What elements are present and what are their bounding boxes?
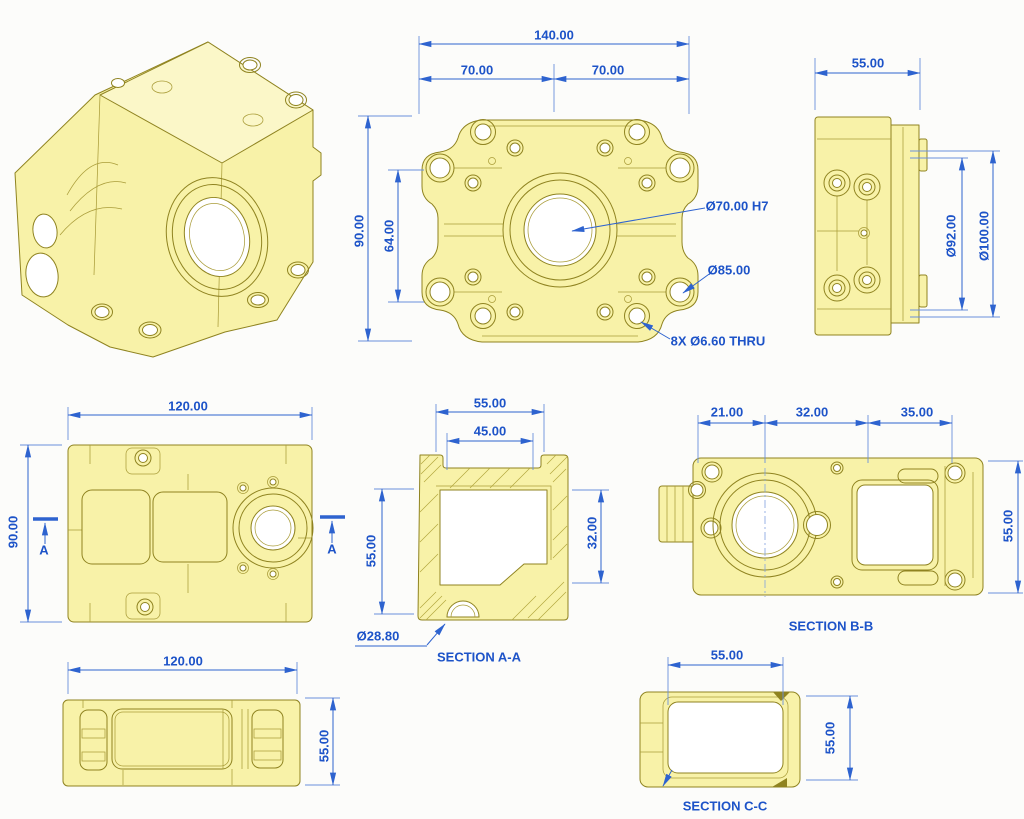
side-depth-dim: 55.00 <box>851 55 885 71</box>
section-aa-hatching <box>419 454 568 621</box>
bb-segment-left-dim: 21.00 <box>710 404 744 420</box>
aa-height-outer-dim: 55.00 <box>363 534 379 568</box>
section-cc-title: SECTION C-C <box>682 798 768 814</box>
section-bb-pocket-boss <box>851 479 939 571</box>
cc-height-dim: 55.00 <box>822 721 838 755</box>
section-aa-cavity <box>439 489 548 586</box>
front-height-total-dim: 90.00 <box>351 214 367 248</box>
section-bb-view <box>658 457 984 596</box>
section-cc-cavity <box>667 701 784 774</box>
section-cc-dim-lines <box>662 657 858 787</box>
front-width-right-dim: 70.00 <box>591 62 625 78</box>
top-bore <box>232 476 314 580</box>
bottom-width-dim: 120.00 <box>163 653 203 669</box>
section-aa-view <box>417 454 569 621</box>
front-bolt-holes-callout: 8X Ø6.60 THRU <box>670 333 766 349</box>
section-bb-pocket <box>856 484 934 566</box>
bb-height-dim: 55.00 <box>1000 509 1016 543</box>
side-bolt-bosses <box>823 169 881 302</box>
aa-width-inner-dim: 45.00 <box>473 423 507 439</box>
section-cc-view <box>639 691 801 788</box>
section-bb-title: SECTION B-B <box>788 618 874 634</box>
side-ring-inner-dim: Ø92.00 <box>943 214 959 258</box>
front-edge-holes <box>425 153 695 307</box>
cc-width-dim: 55.00 <box>710 647 744 663</box>
front-boss-circle-callout: Ø85.00 <box>707 262 751 278</box>
side-view <box>814 116 928 336</box>
side-ring-outer-dim: Ø100.00 <box>976 211 992 261</box>
front-height-inner-dim: 64.00 <box>381 219 397 253</box>
iso-lug-holes <box>91 57 309 339</box>
section-marker-a-left: A <box>39 542 49 558</box>
aa-bore-callout: Ø28.80 <box>356 628 400 644</box>
section-bb-dim-lines <box>697 415 1023 597</box>
front-dowel-bosses <box>464 139 656 321</box>
iso-side-slots <box>25 213 59 298</box>
section-aa-bore-notch <box>446 600 480 618</box>
bb-segment-right-dim: 35.00 <box>900 404 934 420</box>
front-corner-holes <box>470 119 650 329</box>
front-width-left-dim: 70.00 <box>460 62 494 78</box>
front-width-total-dim: 140.00 <box>534 27 574 43</box>
top-outline <box>67 444 313 623</box>
top-width-dim: 120.00 <box>168 398 208 414</box>
section-cc-cut-wedge <box>772 778 787 787</box>
isometric-view <box>14 41 322 358</box>
section-marker-a-right: A <box>327 541 337 557</box>
bottom-dim-lines <box>67 662 340 786</box>
front-view <box>421 119 699 343</box>
top-view <box>67 444 314 623</box>
iso-main-bore <box>165 177 269 297</box>
front-main-bore <box>502 172 618 288</box>
section-aa-title: SECTION A-A <box>436 649 522 665</box>
bottom-view <box>62 699 301 787</box>
bottom-outline <box>62 699 301 787</box>
top-height-dim: 90.00 <box>5 515 21 549</box>
top-dim-lines <box>20 407 345 623</box>
bottom-height-dim: 55.00 <box>316 729 332 763</box>
front-dim-lines <box>358 36 713 342</box>
aa-height-inner-dim: 32.00 <box>584 516 600 550</box>
front-bore-callout: Ø70.00 H7 <box>705 198 769 214</box>
section-bb-right-holes <box>830 461 966 591</box>
aa-width-outer-dim: 55.00 <box>473 395 507 411</box>
section-bb-small-bore <box>803 511 831 539</box>
section-aa-dim-lines <box>355 404 609 647</box>
bb-segment-middle-dim: 32.00 <box>795 404 829 420</box>
section-bb-left-holes <box>688 461 723 539</box>
side-dim-lines <box>814 58 1000 318</box>
